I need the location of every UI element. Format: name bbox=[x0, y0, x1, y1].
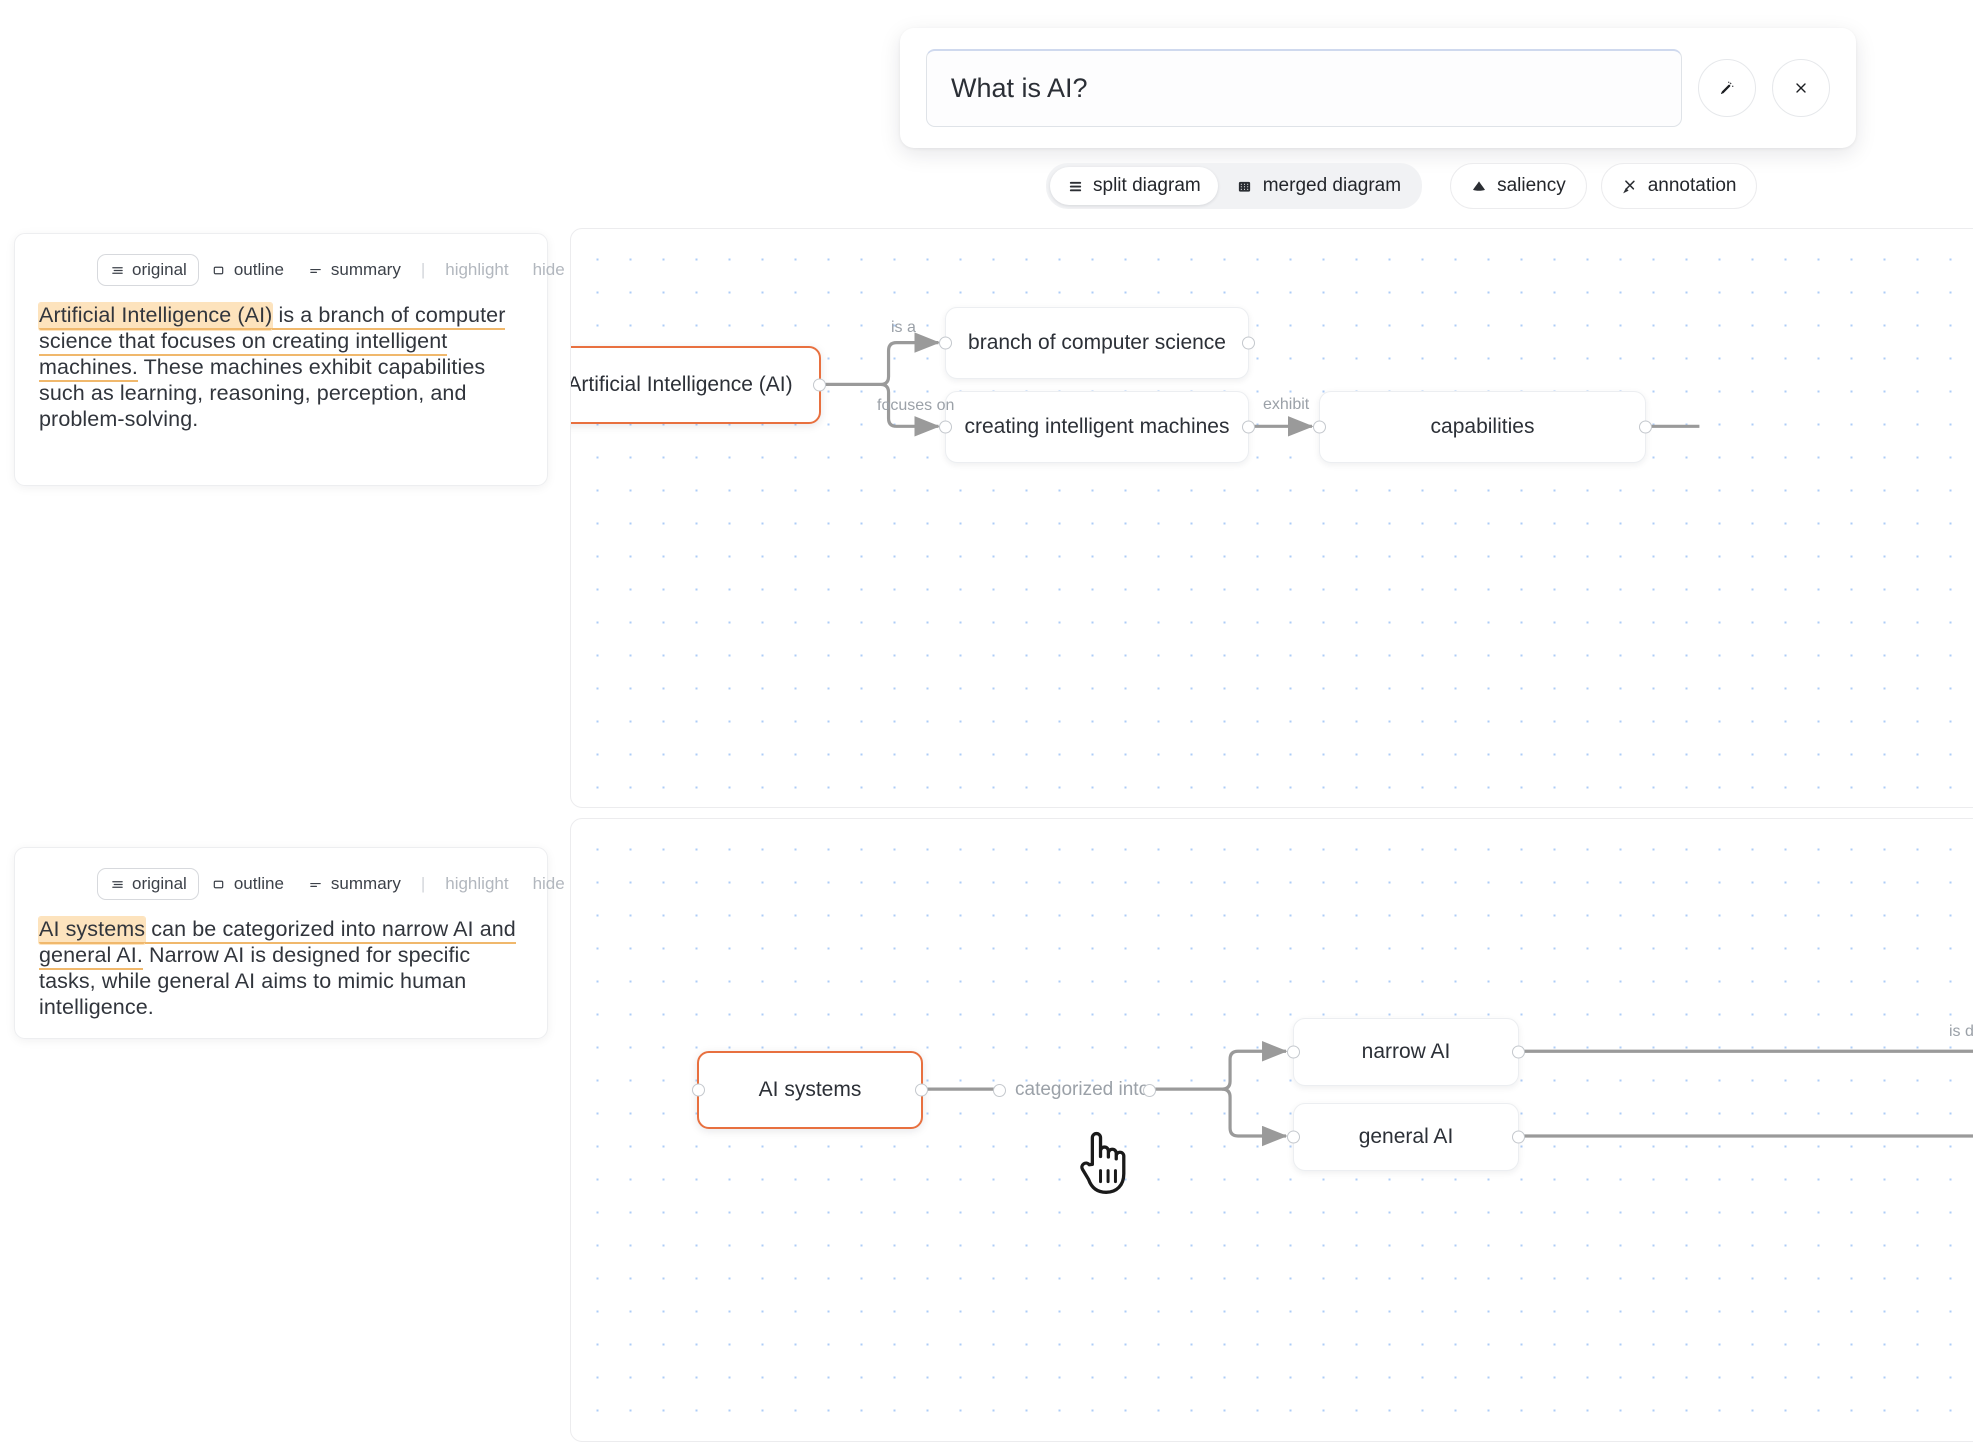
card-tab-bar: original outline summary bbox=[97, 254, 565, 286]
action-hide[interactable]: hide bbox=[521, 868, 577, 900]
card-text-rest: These machines exhibit capabilities such… bbox=[39, 355, 486, 431]
tab-original[interactable]: original bbox=[97, 868, 199, 900]
diagram-canvas-top[interactable]: Artificial Intelligence (AI) branch of c… bbox=[570, 228, 1973, 808]
source-text-card: original outline summary bbox=[14, 847, 565, 1039]
diagram-node[interactable]: narrow AI bbox=[1287, 1018, 1525, 1086]
lines-icon bbox=[109, 876, 125, 892]
diagram-canvas-bottom[interactable]: AI systems categorized into narrow AI ge… bbox=[570, 818, 1973, 1442]
action-hide[interactable]: hide bbox=[521, 254, 577, 286]
tab-outline[interactable]: outline bbox=[199, 868, 296, 900]
node-handle-left[interactable] bbox=[939, 420, 952, 434]
node-handle-right[interactable] bbox=[1242, 336, 1255, 350]
diagram-node-label: capabilities bbox=[1430, 415, 1535, 438]
mode-split-diagram-label: split diagram bbox=[1093, 175, 1201, 196]
diagram-node-label: creating intelligent machines bbox=[964, 415, 1230, 438]
diagram-node-label: general AI bbox=[1358, 1125, 1454, 1148]
diagram-node[interactable]: AI systems bbox=[692, 1051, 928, 1129]
tab-outline-label: outline bbox=[233, 260, 284, 279]
node-handle-left[interactable] bbox=[939, 336, 952, 350]
tab-summary[interactable]: summary bbox=[296, 868, 413, 900]
square-outline-icon bbox=[211, 262, 227, 278]
diagram-node-label: narrow AI bbox=[1361, 1040, 1451, 1063]
search-input[interactable] bbox=[926, 49, 1682, 127]
card-text-underlined[interactable]: can be categorized into narrow AI and ge… bbox=[39, 917, 516, 970]
grid-dots bbox=[571, 229, 1973, 807]
action-highlight[interactable]: highlight bbox=[433, 254, 520, 286]
diagram-mode-group: split diagram merged diagram bbox=[1046, 163, 1423, 209]
tab-outline-label: outline bbox=[233, 874, 284, 893]
action-hide-label: hide bbox=[532, 260, 565, 279]
node-handle-left[interactable] bbox=[692, 1083, 705, 1097]
card-text-highlight[interactable]: AI systems bbox=[39, 917, 146, 944]
tab-separator: | bbox=[420, 874, 426, 893]
tab-original-label: original bbox=[132, 874, 187, 893]
tab-summary-label: summary bbox=[330, 874, 401, 893]
tab-summary[interactable]: summary bbox=[296, 254, 413, 286]
grid-dots bbox=[571, 819, 1973, 1441]
edge-label-truncated: is de bbox=[1949, 1023, 1973, 1040]
rows-icon bbox=[1067, 178, 1083, 194]
action-highlight[interactable]: highlight bbox=[433, 868, 520, 900]
edge-label: categorized into bbox=[1015, 1079, 1150, 1100]
node-handle-left[interactable] bbox=[1313, 420, 1326, 434]
mound-icon bbox=[1471, 178, 1487, 194]
lines-icon bbox=[109, 262, 125, 278]
mode-merged-diagram-label: merged diagram bbox=[1262, 175, 1402, 196]
source-text-card: original outline summary bbox=[14, 233, 565, 486]
node-handle-right[interactable] bbox=[1512, 1045, 1525, 1059]
node-handle-left[interactable] bbox=[1287, 1130, 1300, 1144]
diagram-node[interactable]: Artificial Intelligence (AI) bbox=[570, 346, 826, 424]
tab-summary-label: summary bbox=[330, 260, 401, 279]
toggle-saliency-label: saliency bbox=[1497, 175, 1566, 196]
action-hide-label: hide bbox=[532, 874, 565, 893]
card-text-rest: Narrow AI is designed for specific tasks… bbox=[39, 943, 471, 1019]
mode-split-diagram[interactable]: split diagram bbox=[1050, 167, 1218, 205]
tab-outline[interactable]: outline bbox=[199, 254, 296, 286]
pen-icon bbox=[1622, 178, 1638, 194]
diagram-node[interactable]: creating intelligent machines bbox=[939, 391, 1255, 463]
edge-label: is a bbox=[891, 319, 916, 336]
toggle-annotation[interactable]: annotation bbox=[1600, 163, 1758, 209]
node-handle-right[interactable] bbox=[1242, 420, 1255, 434]
diagram-node[interactable]: capabilities bbox=[1313, 391, 1652, 463]
diagram-node-label: AI systems bbox=[758, 1078, 862, 1101]
edge-label-handle-right[interactable] bbox=[1143, 1084, 1156, 1097]
action-highlight-label: highlight bbox=[445, 874, 509, 893]
toggle-saliency[interactable]: saliency bbox=[1450, 163, 1587, 209]
edge-label: focuses on bbox=[877, 397, 955, 414]
tab-original-label: original bbox=[132, 260, 187, 279]
card-text: AI systems can be categorized into narro… bbox=[39, 916, 523, 1020]
two-lines-icon bbox=[308, 876, 324, 892]
node-handle-right[interactable] bbox=[1639, 420, 1652, 434]
node-handle-right[interactable] bbox=[915, 1083, 928, 1097]
diagram-node[interactable]: general AI bbox=[1287, 1103, 1525, 1171]
toggle-annotation-label: annotation bbox=[1647, 175, 1737, 196]
tab-separator: | bbox=[420, 260, 426, 279]
card-text: Artificial Intelligence (AI) is a branch… bbox=[39, 302, 523, 432]
magic-wand-button[interactable] bbox=[1698, 59, 1756, 117]
diagram-node-label: branch of computer science bbox=[968, 331, 1226, 354]
tab-original[interactable]: original bbox=[97, 254, 199, 286]
diagram-node-label: Artificial Intelligence (AI) bbox=[570, 373, 793, 396]
diagram-node[interactable]: branch of computer science bbox=[939, 307, 1255, 379]
card-tab-bar: original outline summary bbox=[97, 868, 565, 900]
view-mode-toolbar: split diagram merged diagram bbox=[1046, 163, 1758, 209]
search-bar bbox=[900, 28, 1856, 148]
mode-merged-diagram[interactable]: merged diagram bbox=[1220, 167, 1418, 205]
magic-wand-icon bbox=[1719, 80, 1735, 96]
card-text-highlight[interactable]: Artificial Intelligence (AI) bbox=[39, 303, 273, 330]
edge-label-handle-left[interactable] bbox=[993, 1084, 1006, 1097]
action-highlight-label: highlight bbox=[445, 260, 509, 279]
square-outline-icon bbox=[211, 876, 227, 892]
node-handle-right[interactable] bbox=[1512, 1130, 1525, 1144]
grid-square-icon bbox=[1237, 178, 1253, 194]
close-button[interactable] bbox=[1772, 59, 1830, 117]
card-text-underlined[interactable]: is a branch of computer science that foc… bbox=[39, 303, 506, 382]
edge-label: exhibit bbox=[1263, 396, 1310, 413]
two-lines-icon bbox=[308, 262, 324, 278]
node-handle-left[interactable] bbox=[1287, 1045, 1300, 1059]
close-icon bbox=[1793, 80, 1809, 96]
node-handle-right[interactable] bbox=[813, 378, 826, 392]
